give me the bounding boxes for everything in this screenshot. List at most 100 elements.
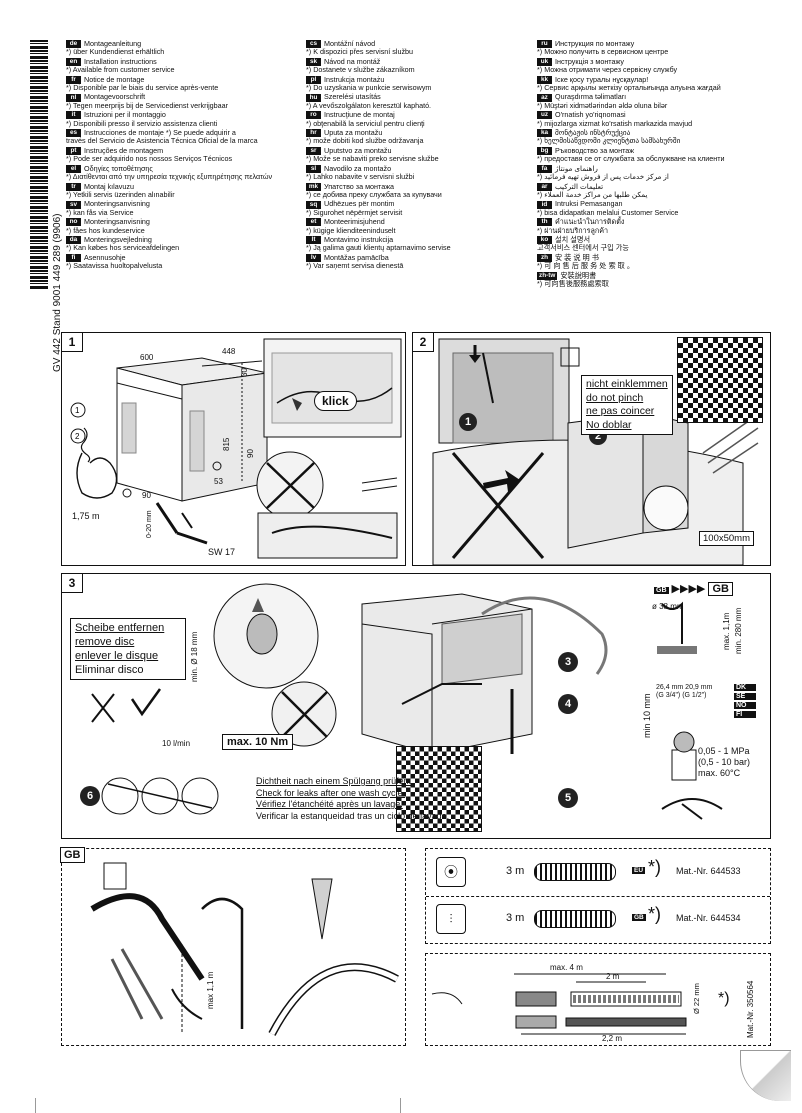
availability-note: *) Müştəri xidmətlərindən əldə oluna bil… xyxy=(537,101,668,110)
availability-note: *) bisa didapatkan melalui Customer Serv… xyxy=(537,208,679,217)
language-title: تعليمات التركيب xyxy=(555,181,604,191)
service-asterisk: *) xyxy=(648,857,661,877)
leak-check-line: Dichtheit nach einem Spülgang prüfen. xyxy=(256,776,412,786)
language-code: hr xyxy=(306,129,321,138)
language-code: nl xyxy=(66,93,81,102)
language-code: pl xyxy=(306,75,321,84)
max-height: max. 1,1m xyxy=(722,612,731,650)
remove-disc-line: Scheibe entfernen xyxy=(75,622,165,634)
cable-length: 3 m xyxy=(506,912,525,924)
availability-note: *) Može se nabaviti preko servisne služb… xyxy=(306,155,439,164)
language-code: sq xyxy=(306,200,321,209)
language-title: Uputa za montažu xyxy=(324,128,383,138)
availability-note: *) Saatavissa huoltopalvelusta xyxy=(66,262,163,271)
language-title: 설치 설명서 xyxy=(555,234,591,244)
availability-note: *) Сервис арқылы жеткізу орталығында алу… xyxy=(537,84,721,93)
gb-installation-drawing xyxy=(90,862,399,1036)
availability-note: *) Διατίθενται από την υπηρεσία τεχνικής… xyxy=(66,173,273,182)
dim-90b: 90 xyxy=(246,449,255,458)
availability-note: *) Можно получить в сервисном центре xyxy=(537,48,669,57)
language-title: คำแนะนำในการติดตั้ง xyxy=(555,217,625,227)
availability-note: *) 可向售後服務處索取 xyxy=(537,279,609,288)
service-asterisk: *) xyxy=(718,990,730,1007)
leak-check-box: Dichtheit nach einem Spülgang prüfen. Ch… xyxy=(252,774,464,824)
language-title: Navodilo za montažo xyxy=(324,163,392,173)
dim-top: 30 xyxy=(240,368,249,377)
availability-note: *) A vevőszolgálaton keresztül kapható. xyxy=(306,101,432,110)
min-height: min. 280 mm xyxy=(734,607,743,654)
language-title: Instruções de montagem xyxy=(84,145,164,155)
language-code: fr xyxy=(66,75,81,84)
cable-row-eu: ⦿ 3 m EU *) Mat.-Nr. 644533 xyxy=(426,849,770,897)
language-title: Montaj kılavuzu xyxy=(84,181,134,191)
step-4-badge: 4 xyxy=(558,694,578,714)
country-code: DK xyxy=(734,684,756,691)
drain-diameter: ø 38 mm xyxy=(652,602,684,611)
availability-note: *) Var saņemt servisa dienestā xyxy=(306,262,404,271)
wrench-size: SW 17 xyxy=(208,547,236,557)
flow-rate: 10 l/min xyxy=(162,739,191,748)
language-title: Istruzioni per il montaggio xyxy=(84,110,166,120)
availability-note: *) از مرکز خدمات پس از فروش تهیه فرمائید xyxy=(537,173,669,182)
availability-note: *) Sigurohet nëpërmjet servisit xyxy=(306,208,403,217)
availability-note: *) kan fås via Service xyxy=(66,208,134,217)
pressure-line: (0,5 - 10 bar) xyxy=(698,757,751,767)
warning-line: ne pas coincer xyxy=(586,405,655,417)
availability-note: *) Ją galima gauti klientų aptarnavimo s… xyxy=(306,244,451,253)
gb-label: GB xyxy=(60,847,85,863)
language-code: pt xyxy=(66,147,81,156)
hose-drawing xyxy=(431,973,687,1035)
remove-disc-line: enlever le disque xyxy=(75,650,159,662)
availability-note: *) Disponible par le biais du service ap… xyxy=(66,84,219,93)
dim-range: 0-20 mm xyxy=(146,510,153,538)
torque-label: max. 10 Nm xyxy=(222,734,294,750)
language-code: tr xyxy=(66,182,81,191)
dim-width: 600 xyxy=(140,353,154,362)
min-length: min 10 mm xyxy=(642,693,652,738)
step-6-badge: 6 xyxy=(80,786,100,806)
language-title: Monteringsanvisning xyxy=(84,217,150,227)
language-code: zh-tw xyxy=(537,271,558,280)
niche-drawing xyxy=(432,338,759,565)
language-title: Montavimo instrukcija xyxy=(324,234,394,244)
language-title: Notice de montage xyxy=(84,74,145,84)
language-code: id xyxy=(537,200,552,209)
country-code: NO xyxy=(734,702,756,709)
language-code: sr xyxy=(306,147,321,156)
language-title: O'rnatish yo'riqnomasi xyxy=(555,110,626,120)
schuko-socket-icon: ⦿ xyxy=(436,857,466,887)
cable-row-gb: ⫶ 3 m GB *) Mat.-Nr. 644534 xyxy=(426,896,770,943)
language-title: Quraşdırma təlimatları xyxy=(555,92,627,102)
availability-note: *) се добива преку службата за купувачи xyxy=(306,190,442,199)
qr-code xyxy=(396,746,482,832)
step-3-badge: 3 xyxy=(558,652,578,672)
language-code: mk xyxy=(306,182,321,191)
language-title: Инструкция по монтажу xyxy=(555,39,635,48)
thread-types: (G 3/4") (G 1/2") xyxy=(656,692,707,699)
min-diameter: min. Ø 18 mm xyxy=(190,631,199,682)
language-code: lv xyxy=(306,253,321,262)
svg-text:1: 1 xyxy=(75,406,80,415)
language-code: th xyxy=(537,218,552,227)
